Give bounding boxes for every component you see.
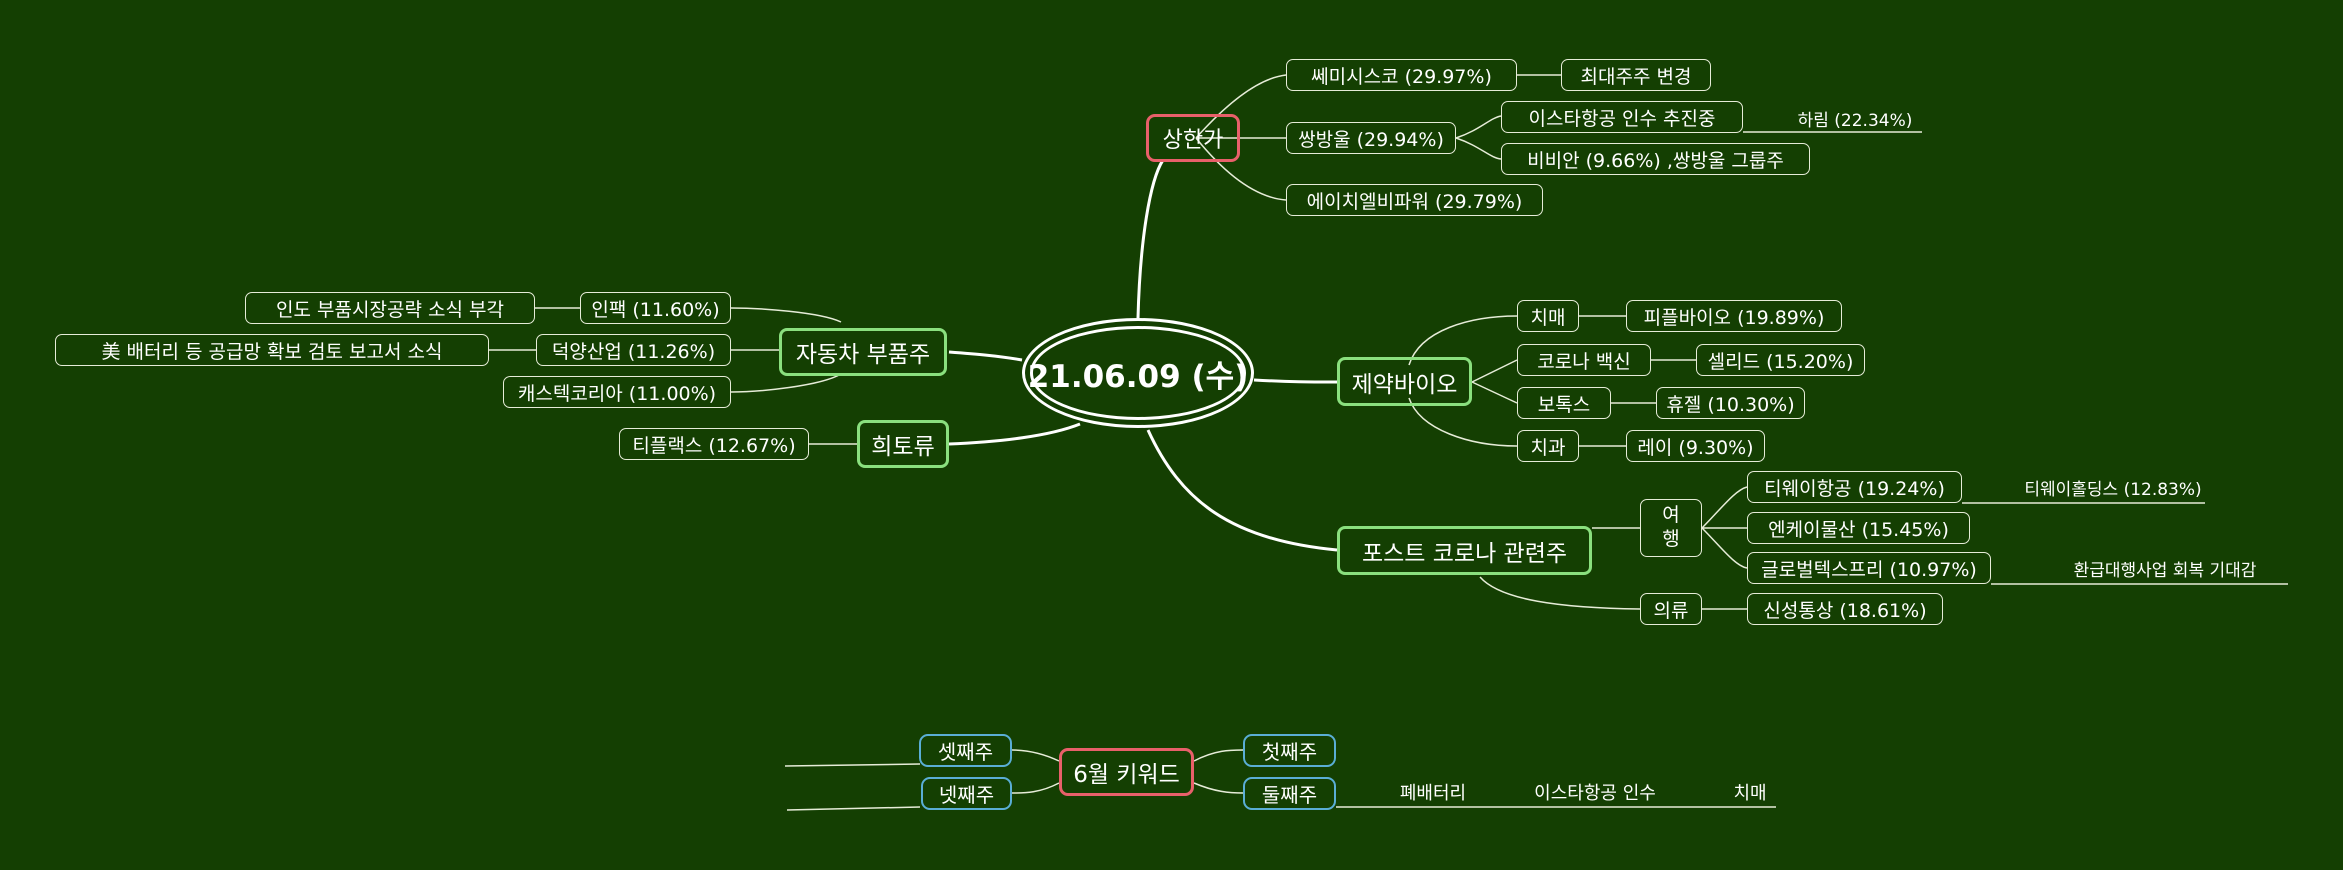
post-corona-travel-node[interactable]: 여 행	[1640, 499, 1702, 557]
upper-limit-note-largest-shareholder[interactable]: 최대주주 변경	[1561, 59, 1711, 91]
auto-parts-node[interactable]: 자동차 부품주	[779, 328, 947, 376]
central-date-label: 21.06.09 (수)	[1027, 358, 1249, 395]
travel-label-line1: 여	[1662, 504, 1680, 527]
upper-limit-note-eastar-acquisition[interactable]: 이스타항공 인수 추진중	[1501, 101, 1743, 133]
upper-limit-item-semisysco[interactable]: 쎄미시스코 (29.97%)	[1286, 59, 1517, 91]
auto-parts-stock-inpac[interactable]: 인팩 (11.60%)	[580, 292, 731, 324]
central-date-node[interactable]: 21.06.09 (수)	[1022, 318, 1254, 428]
week-1-node[interactable]: 첫째주	[1243, 734, 1336, 767]
week-2-keyword-waste-battery: 폐배터리	[1399, 783, 1467, 804]
auto-parts-stock-castec-korea[interactable]: 캐스텍코리아 (11.00%)	[503, 376, 731, 408]
auto-parts-note-us-battery-report[interactable]: 美 배터리 등 공급망 확보 검토 보고서 소식	[55, 334, 489, 366]
pharma-stock-cellid[interactable]: 셀리드 (15.20%)	[1696, 344, 1865, 376]
pharma-category-dental[interactable]: 치과	[1517, 430, 1579, 462]
week-3-node[interactable]: 셋째주	[919, 734, 1012, 767]
upper-limit-note-harim: 하림 (22.34%)	[1797, 110, 1913, 131]
week-2-keyword-eastar-acquisition: 이스타항공 인수	[1534, 783, 1656, 804]
travel-stock-global-tax-free[interactable]: 글로벌텍스프리 (10.97%)	[1747, 552, 1991, 584]
pharma-bio-node[interactable]: 제약바이오	[1337, 357, 1472, 406]
auto-parts-stock-dukyang[interactable]: 덕양산업 (11.26%)	[536, 334, 731, 366]
upper-limit-note-vivien[interactable]: 비비안 (9.66%) ,쌍방울 그룹주	[1501, 143, 1810, 175]
upper-limit-node[interactable]: 상한가	[1146, 114, 1240, 162]
travel-stock-tway-air[interactable]: 티웨이항공 (19.24%)	[1747, 471, 1962, 503]
clothing-stock-shinsung-tongsang[interactable]: 신성통상 (18.61%)	[1747, 593, 1943, 625]
rare-earth-node[interactable]: 희토류	[857, 420, 949, 468]
week-2-keyword-dementia: 치매	[1733, 783, 1767, 804]
upper-limit-item-hlb-power[interactable]: 에이치엘비파워 (29.79%)	[1286, 184, 1543, 216]
week-4-node[interactable]: 넷째주	[921, 777, 1012, 810]
pharma-category-dementia[interactable]: 치매	[1517, 300, 1579, 332]
travel-note-refund-recovery: 환급대행사업 회복 기대감	[2073, 560, 2257, 581]
upper-limit-item-ssangbangwool[interactable]: 쌍방울 (29.94%)	[1286, 122, 1456, 154]
pharma-category-botox[interactable]: 보톡스	[1517, 387, 1611, 419]
pharma-category-corona-vaccine[interactable]: 코로나 백신	[1517, 344, 1651, 376]
post-corona-node[interactable]: 포스트 코로나 관련주	[1337, 526, 1592, 575]
pharma-stock-ray[interactable]: 레이 (9.30%)	[1626, 430, 1765, 462]
travel-note-tway-holdings: 티웨이홀딩스 (12.83%)	[2024, 479, 2202, 500]
pharma-stock-hugel[interactable]: 휴젤 (10.30%)	[1656, 387, 1805, 419]
post-corona-clothing-node[interactable]: 의류	[1640, 593, 1702, 625]
travel-label-line2: 행	[1662, 528, 1680, 550]
pharma-stock-peoplebio[interactable]: 피플바이오 (19.89%)	[1626, 300, 1842, 332]
june-keyword-node[interactable]: 6월 키워드	[1059, 748, 1194, 796]
auto-parts-note-india-market[interactable]: 인도 부품시장공략 소식 부각	[245, 292, 535, 324]
rare-earth-stock-tiplex[interactable]: 티플랙스 (12.67%)	[619, 428, 809, 460]
travel-stock-nk-mulsan[interactable]: 엔케이물산 (15.45%)	[1747, 512, 1970, 544]
week-2-node[interactable]: 둘째주	[1243, 777, 1336, 810]
